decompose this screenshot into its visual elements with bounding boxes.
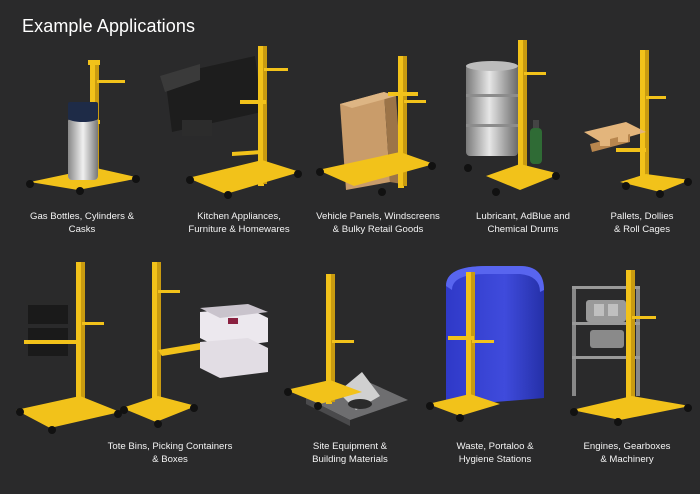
sofa-lifter-icon — [160, 46, 302, 199]
application-caption: Site Equipment & Building Materials — [312, 441, 388, 465]
box-lifter-icon — [316, 56, 436, 196]
portaloo-lifter-icon — [426, 266, 544, 422]
application-caption: Gas Bottles, Cylinders & Casks — [30, 211, 134, 235]
application-caption: Vehicle Panels, Windscreens & Bulky Reta… — [316, 211, 440, 235]
site-equipment-lifter-icon — [284, 274, 408, 426]
pallet-lifter-icon — [584, 50, 692, 198]
application-caption: Kitchen Appliances, Furniture & Homeware… — [188, 211, 290, 235]
application-caption: Lubricant, AdBlue and Chemical Drums — [476, 211, 570, 235]
application-caption: Tote Bins, Picking Containers & Boxes — [107, 441, 233, 465]
drum-lifter-icon — [464, 40, 560, 196]
tote-bin-lifter-icon — [16, 262, 268, 434]
application-caption: Pallets, Dollies & Roll Cages — [610, 211, 674, 235]
page-title: Example Applications — [22, 16, 196, 36]
application-caption: Waste, Portaloo & Hygiene Stations — [456, 441, 534, 465]
engine-lifter-icon — [570, 270, 692, 426]
gas-cylinder-lifter-icon — [26, 60, 140, 195]
application-caption: Engines, Gearboxes & Machinery — [583, 441, 671, 465]
